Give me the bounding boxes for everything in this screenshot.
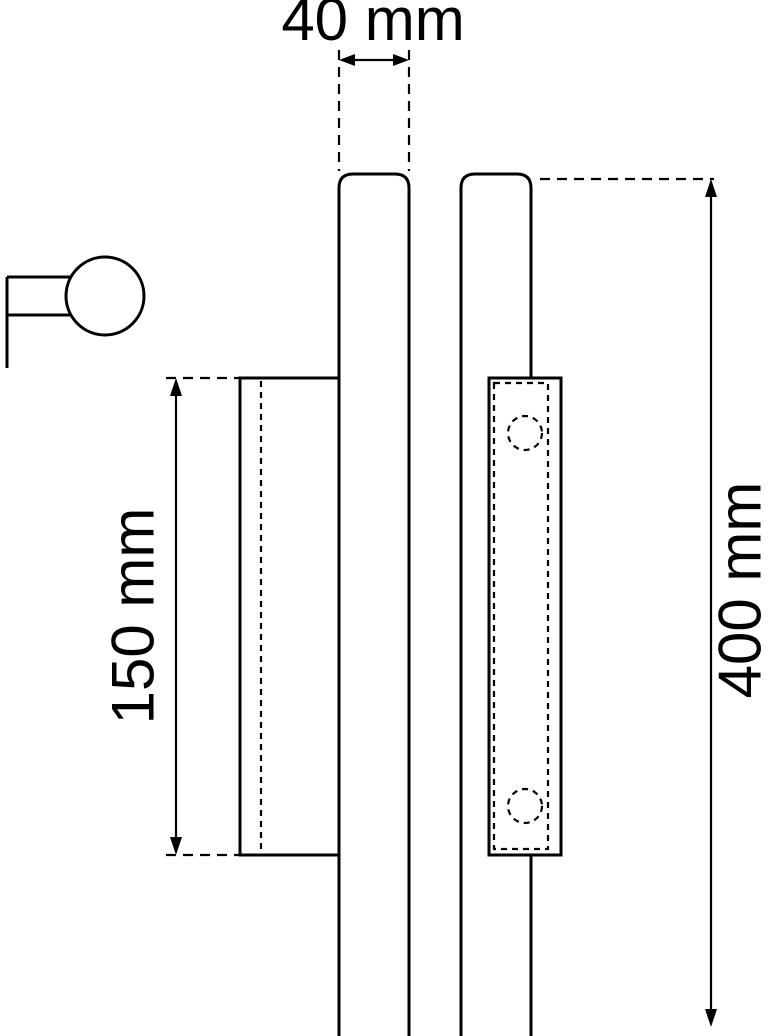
left-plate-outline	[238, 376, 341, 857]
plate-height-arrow-bottom	[170, 837, 182, 855]
upper-screw-hole	[506, 414, 544, 452]
front-view-mounting-plate	[487, 376, 563, 857]
handle-knob-detail	[5, 255, 146, 368]
plate-height-dimension: 150 mm	[100, 376, 240, 857]
right-plate-hidden-rect	[492, 381, 550, 851]
total-height-dimension: 400 mm	[540, 177, 770, 1027]
plate-height-arrow-top	[170, 378, 182, 396]
total-height-arrow-bottom	[705, 1009, 717, 1027]
side-view-mounting-plate	[238, 376, 341, 857]
width-arrow-left	[339, 54, 355, 66]
total-height-dimension-label: 400 mm	[707, 482, 770, 699]
total-height-arrow-top	[705, 179, 717, 197]
width-dimension: 40 mm	[281, 0, 465, 171]
plate-height-dimension-label: 150 mm	[100, 508, 167, 725]
knob-circle	[64, 255, 146, 337]
width-arrow-right	[393, 54, 409, 66]
width-dimension-label: 40 mm	[281, 0, 464, 53]
lower-screw-hole	[506, 787, 544, 825]
left-bar-profile	[337, 172, 411, 1036]
